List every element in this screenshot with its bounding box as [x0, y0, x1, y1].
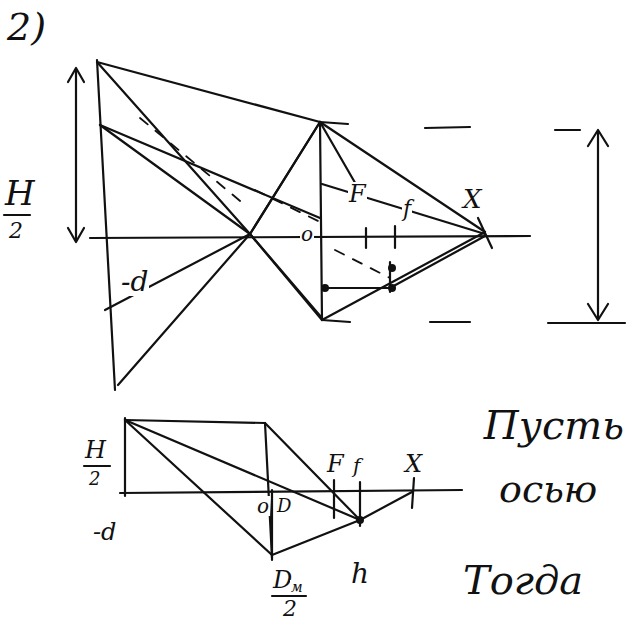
ray — [100, 125, 320, 218]
ray — [105, 122, 320, 310]
ray — [325, 236, 485, 288]
symbol-label: 2) — [6, 8, 47, 46]
fraction-bar — [84, 465, 110, 467]
ray — [125, 420, 272, 558]
symbol-label: 2 — [88, 470, 101, 488]
symbol-label: F — [326, 452, 345, 476]
focus-tick — [333, 480, 335, 518]
symbol-label: o — [300, 224, 314, 244]
lens — [271, 490, 273, 560]
dashed-ray — [335, 250, 390, 278]
handwritten-note: осью — [498, 470, 598, 508]
ray — [97, 62, 320, 122]
focus-tick — [394, 226, 396, 248]
symbol-label: 2 — [8, 220, 24, 242]
ray — [265, 423, 360, 520]
dimension-arrow — [597, 132, 599, 318]
symbol-label: -d — [120, 268, 149, 296]
bar — [548, 322, 625, 324]
lens-edge — [320, 122, 350, 322]
symbol-label: f — [352, 456, 361, 476]
symbol-label: м — [290, 580, 304, 594]
symbol-label: D — [276, 497, 292, 515]
bar — [425, 127, 470, 128]
symbol-label: -d — [92, 520, 117, 544]
symbol-label: o — [256, 496, 270, 516]
bar — [430, 321, 470, 323]
ray — [272, 492, 412, 555]
ray — [125, 420, 272, 555]
ray — [322, 184, 485, 234]
fraction-bar — [4, 214, 30, 216]
symbol-label: F — [348, 182, 367, 206]
symbol-label: X — [404, 452, 423, 476]
object-line — [97, 60, 115, 390]
handwritten-note: Тогда — [462, 560, 584, 600]
ray — [125, 420, 360, 520]
ray — [320, 122, 485, 232]
ray — [118, 122, 320, 385]
point — [321, 284, 329, 292]
focus-tick — [365, 228, 367, 248]
handwritten-note: Пусть — [483, 405, 625, 445]
bar — [555, 129, 580, 131]
symbol-label: X — [462, 186, 483, 212]
fraction-bar — [272, 595, 306, 597]
image-tick — [478, 218, 492, 248]
symbol-label: H — [4, 176, 36, 210]
object-line — [124, 418, 126, 496]
symbol-label: 2 — [282, 598, 298, 620]
symbol-label: h — [350, 560, 370, 588]
lens — [320, 122, 322, 320]
symbol-label: H — [84, 438, 107, 462]
dimension-arrow — [75, 70, 77, 240]
dashed-ray — [255, 190, 320, 222]
arrow-heads — [588, 130, 608, 320]
ray — [322, 232, 485, 320]
dashed-ray — [140, 118, 245, 205]
arrow-heads — [68, 68, 84, 242]
point — [388, 264, 396, 272]
image-tick — [412, 478, 414, 508]
symbol-label: f — [402, 198, 412, 220]
focus-tick — [359, 482, 361, 526]
point — [388, 284, 396, 292]
ray — [100, 125, 322, 318]
